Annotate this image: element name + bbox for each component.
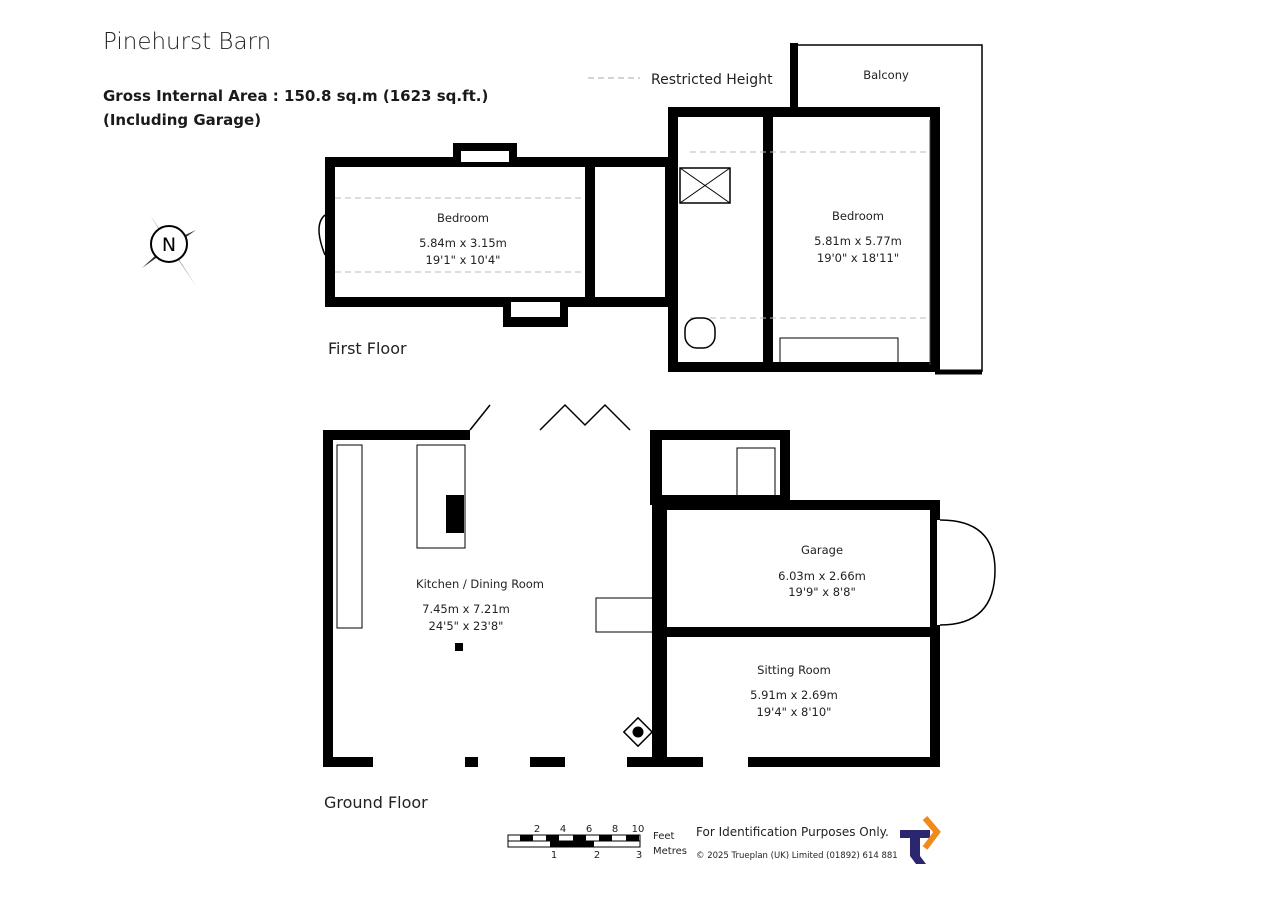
scale-bar: 2 4 6 8 10 1 2 3 Feet Metres	[507, 824, 687, 861]
svg-text:Metres: Metres	[653, 846, 687, 857]
kitchen-imperial: 24'5" x 23'8"	[429, 619, 504, 633]
garage-imperial: 19'9" x 8'8"	[788, 585, 856, 599]
disclaimer: For Identification Purposes Only.	[696, 825, 889, 839]
property-title: Pinehurst Barn	[103, 29, 272, 55]
bedroom1-name: Bedroom	[437, 211, 489, 225]
bedroom2-imperial: 19'0" x 18'11"	[817, 251, 899, 265]
restricted-height-label: Restricted Height	[651, 72, 773, 88]
sitting-room-imperial: 19'4" x 8'10"	[757, 705, 832, 719]
balcony-label: Balcony	[863, 68, 909, 82]
svg-text:1: 1	[551, 850, 557, 861]
kitchen-metric: 7.45m x 7.21m	[422, 602, 510, 616]
gross-internal-area: Gross Internal Area : 150.8 sq.m (1623 s…	[103, 87, 489, 105]
ground-floor-plan	[323, 403, 996, 767]
first-floor-plan	[318, 43, 983, 375]
svg-text:N: N	[162, 234, 176, 256]
svg-text:10: 10	[632, 824, 645, 835]
garage-name: Garage	[801, 543, 843, 557]
garage-metric: 6.03m x 2.66m	[778, 569, 866, 583]
sitting-room-metric: 5.91m x 2.69m	[750, 688, 838, 702]
trueplan-logo-icon	[900, 816, 941, 864]
including-garage-note: (Including Garage)	[103, 111, 262, 129]
svg-text:6: 6	[586, 824, 592, 835]
copyright: © 2025 Trueplan (UK) Limited (01892) 614…	[696, 851, 898, 861]
bedroom1-metric: 5.84m x 3.15m	[419, 236, 507, 250]
bedroom2-metric: 5.81m x 5.77m	[814, 234, 902, 248]
svg-text:2: 2	[534, 824, 540, 835]
ground-floor-label: Ground Floor	[324, 793, 428, 812]
svg-text:Feet: Feet	[653, 831, 675, 842]
svg-text:4: 4	[560, 824, 566, 835]
first-floor-label: First Floor	[328, 339, 407, 358]
svg-text:2: 2	[594, 850, 600, 861]
svg-text:3: 3	[636, 850, 642, 861]
kitchen-name: Kitchen / Dining Room	[416, 577, 544, 591]
sitting-room-name: Sitting Room	[757, 663, 831, 677]
compass-icon: N	[142, 215, 196, 286]
bedroom1-imperial: 19'1" x 10'4"	[426, 253, 501, 267]
bedroom2-name: Bedroom	[832, 209, 884, 223]
svg-text:8: 8	[612, 824, 618, 835]
